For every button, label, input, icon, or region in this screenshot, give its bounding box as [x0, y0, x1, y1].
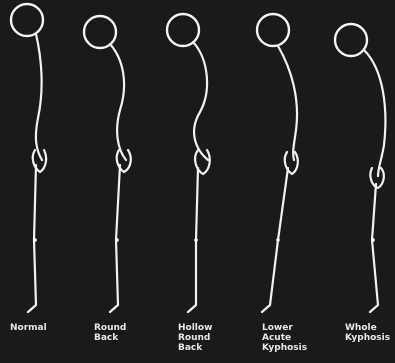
knee-joint	[276, 238, 280, 242]
spine-line	[110, 44, 126, 160]
knee-joint	[33, 238, 37, 242]
spine-line	[36, 34, 42, 160]
label-line: Normal	[10, 323, 47, 333]
figure-round-back	[84, 16, 131, 312]
figure-lower-acute-kyphosis	[257, 14, 298, 312]
label-whole-kyphosis: Whole Kyphosis	[345, 323, 390, 343]
label-line: Back	[94, 333, 126, 343]
label-line: Hollow	[178, 323, 212, 333]
leg-line	[110, 165, 120, 312]
knee-joint	[194, 238, 198, 242]
label-line: Kyphosis	[262, 343, 307, 353]
spine-line	[364, 50, 385, 176]
label-line: Round	[178, 333, 212, 343]
spine-line	[193, 42, 208, 160]
head-icon	[257, 14, 289, 46]
head-icon	[167, 14, 199, 46]
pelvis-shape	[370, 168, 383, 188]
head-icon	[335, 24, 367, 56]
label-line: Kyphosis	[345, 333, 390, 343]
figure-whole-kyphosis	[335, 24, 385, 312]
knee-joint	[371, 238, 375, 242]
label-lower-acute-kyphosis: Lower Acute Kyphosis	[262, 323, 307, 353]
spine-line	[278, 46, 297, 160]
label-normal: Normal	[10, 323, 47, 333]
leg-line	[370, 184, 378, 312]
label-line: Back	[178, 343, 212, 353]
label-line: Lower	[262, 323, 307, 333]
label-line: Acute	[262, 333, 307, 343]
label-round-back: Round Back	[94, 323, 126, 343]
label-hollow-round-back: Hollow Round Back	[178, 323, 212, 353]
leg-line	[262, 168, 288, 312]
head-icon	[11, 4, 43, 36]
label-line: Round	[94, 323, 126, 333]
label-line: Whole	[345, 323, 390, 333]
knee-joint	[115, 238, 119, 242]
figure-normal	[11, 4, 46, 312]
head-icon	[84, 16, 116, 48]
figure-hollow-round-back	[167, 14, 210, 312]
